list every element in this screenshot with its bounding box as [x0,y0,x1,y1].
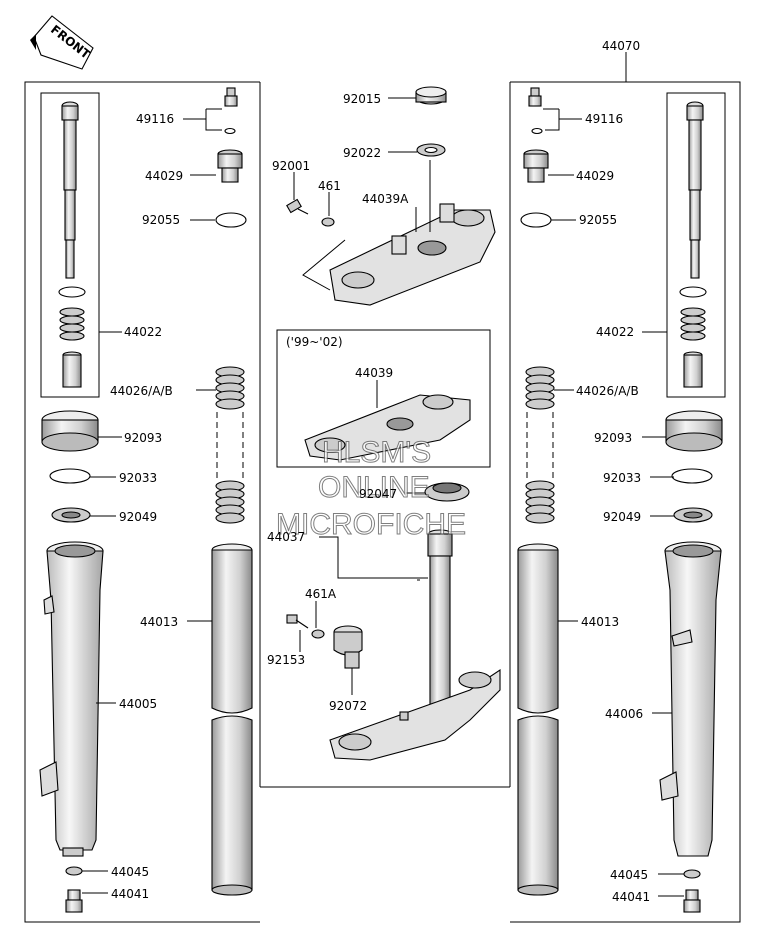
front-arrow-icon: FRONT [30,15,94,70]
label-92072: 92072 [329,699,367,713]
label-44039A: 44039A [362,192,409,206]
left-drain-bolt [65,889,83,913]
label-461A: 461A [305,587,337,601]
label-44029-right: 44029 [576,169,614,183]
label-92093-left: 92093 [124,431,162,445]
right-rod-clip [679,286,707,298]
right-dust-seal [665,410,723,452]
label-92001: 92001 [272,159,310,173]
label-44037: 44037 [267,530,305,544]
left-oil-seal [51,507,91,523]
center-frame [259,82,511,788]
right-damper-rod [686,101,704,279]
right-stop-ring [671,468,713,484]
left-o-ring [215,212,247,228]
right-outer-tube [659,541,722,857]
washer-461A [311,629,325,639]
watermark-line-2: ONLINE [318,471,430,504]
label-44045-left: 44045 [111,865,149,879]
left-fork-cap [217,149,243,183]
label-44005: 44005 [119,697,157,711]
label-44039: 44039 [355,366,393,380]
left-air-valve [224,87,238,135]
label-44013-right: 44013 [581,615,619,629]
clamp-bolt-92153 [286,614,309,629]
part-labels: 44070 92015 92022 49116 49116 44029 4402… [110,39,650,904]
left-drain-washer [65,866,83,876]
left-stop-ring [49,468,91,484]
left-cartridge-spring [59,307,85,341]
right-inner-tube [517,543,559,896]
right-oil-seal [673,507,713,523]
inset-box [276,329,491,468]
left-cartridge-box [40,92,100,398]
label-49116-left: 49116 [136,112,174,126]
clamp-bolt-92001 [286,198,309,215]
watermark-line-1: HLSM'S [322,436,431,469]
label-92033-right: 92033 [603,471,641,485]
label-92015: 92015 [343,92,381,106]
label-92047: 92047 [359,487,397,501]
label-44045-right: 44045 [610,868,648,882]
cable-clamp [333,625,363,669]
label-44041-right: 44041 [612,890,650,904]
lower-triple-clamp [329,668,501,761]
stem-washer [416,143,446,157]
stem-bearing [424,482,470,502]
label-92153: 92153 [267,653,305,667]
stem-nut [415,86,447,105]
label-92093-right: 92093 [594,431,632,445]
label-44013-left: 44013 [140,615,178,629]
left-damper-rod [61,101,79,279]
left-fork-spring [215,366,245,524]
label-49116-right: 49116 [585,112,623,126]
leader-lines [82,97,684,897]
label-44022-right: 44022 [596,325,634,339]
label-92049-left: 92049 [119,510,157,524]
right-cartridge-box [666,92,726,398]
label-44022-left: 44022 [124,325,162,339]
label-461: 461 [318,179,341,193]
left-rod-clip [58,286,86,298]
left-dust-seal [41,410,99,452]
label-92022: 92022 [343,146,381,160]
upper-triple-clamp [329,203,496,306]
watermark: HLSM'S ONLINE MICROFICHE [276,436,467,542]
right-air-valve [528,87,543,135]
label-44029-left: 44029 [145,169,183,183]
label-44041-left: 44041 [111,887,149,901]
right-fork-frame [510,52,741,923]
label-92033-left: 92033 [119,471,157,485]
label-92055-left: 92055 [142,213,180,227]
label-44026-right: 44026/A/B [576,384,639,398]
left-cartridge-piston [62,351,82,388]
right-cartridge-piston [683,351,703,388]
label-44006: 44006 [605,707,643,721]
right-fork-cap [523,149,549,183]
label-44070: 44070 [602,39,640,53]
right-drain-bolt [683,889,701,913]
left-outer-tube [39,541,104,857]
watermark-line-3: MICROFICHE [276,508,466,541]
right-fork-spring [525,366,555,524]
label-92055-right: 92055 [579,213,617,227]
steering-stem [427,529,453,717]
inset-label: ('99~'02) [286,335,343,349]
washer-461 [321,217,335,227]
right-cartridge-spring [680,307,706,341]
left-fork-frame [24,81,260,923]
inset-triple-clamp [304,394,471,461]
right-drain-washer [683,869,701,879]
label-92049-right: 92049 [603,510,641,524]
label-44026-left: 44026/A/B [110,384,173,398]
right-o-ring [520,212,552,228]
left-inner-tube [211,543,253,896]
